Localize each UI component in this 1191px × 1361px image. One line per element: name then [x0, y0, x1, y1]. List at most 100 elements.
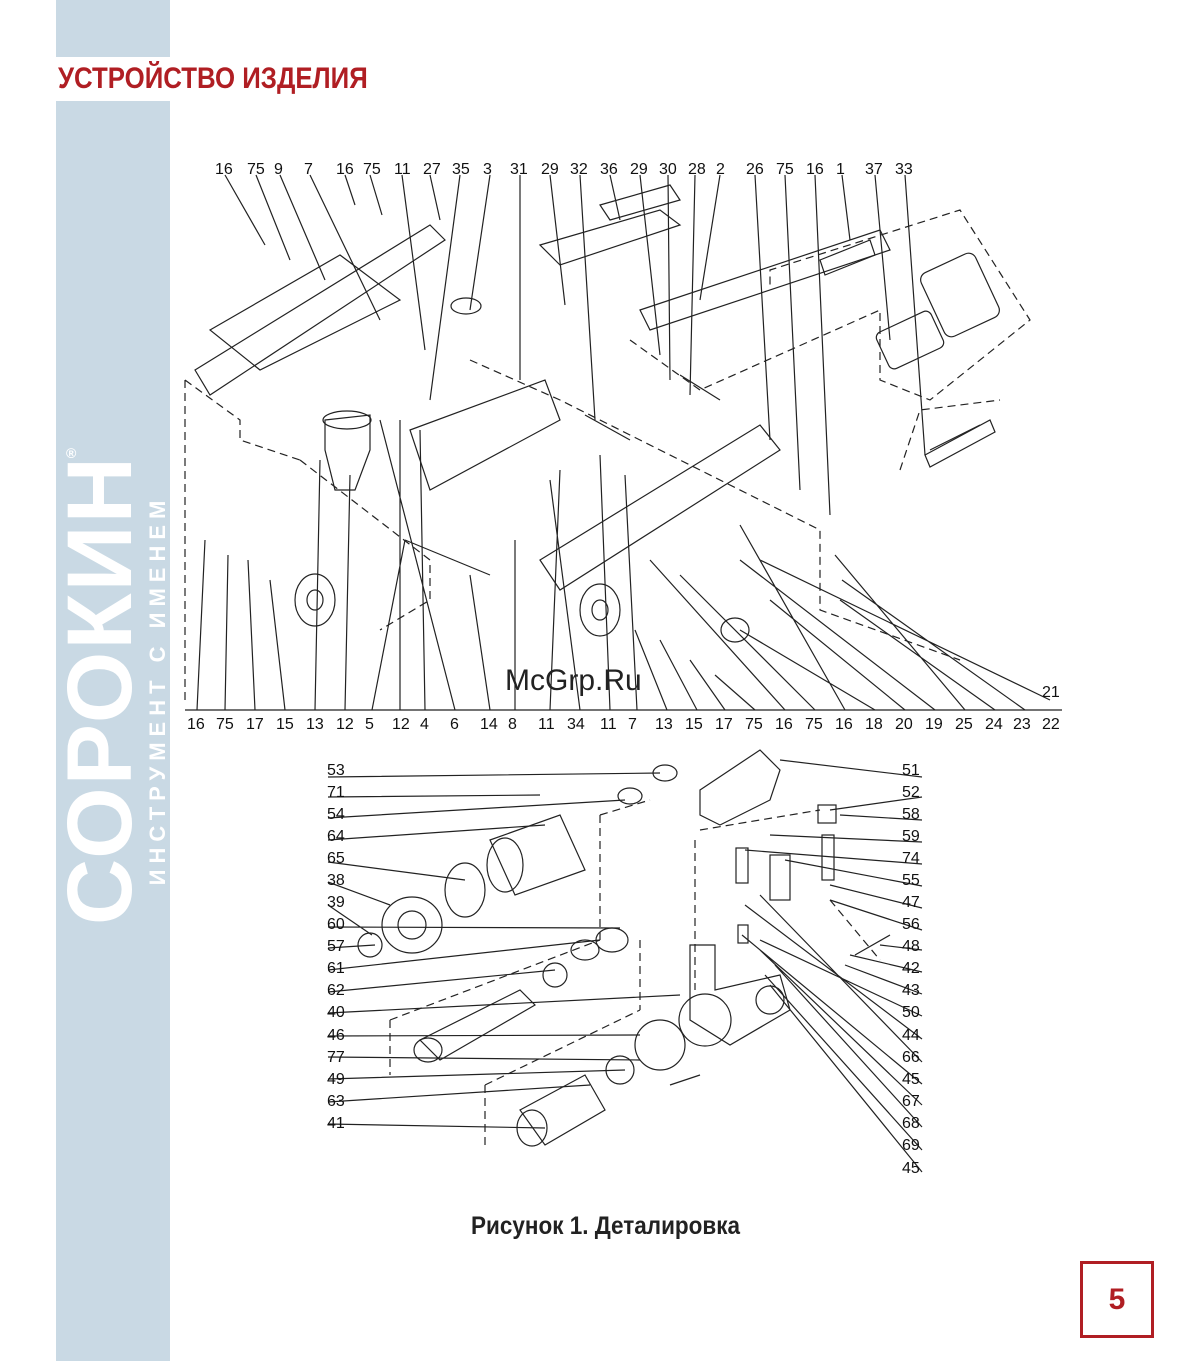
- part-label: 35: [452, 161, 470, 178]
- part-label: 29: [630, 161, 648, 178]
- part-label: 68: [902, 1115, 920, 1132]
- part-label: 67: [902, 1093, 920, 1110]
- part-label: 23: [1013, 716, 1031, 733]
- side-band-gap: [56, 57, 170, 101]
- part-label: 38: [327, 872, 345, 889]
- part-label: 2: [716, 161, 725, 178]
- part-label: 60: [327, 916, 345, 933]
- part-label: 75: [247, 161, 265, 178]
- part-label: 15: [685, 716, 703, 733]
- part-label: 75: [805, 716, 823, 733]
- part-label: 11: [394, 161, 411, 178]
- watermark: McGrp.Ru: [505, 664, 642, 697]
- part-label: 16: [336, 161, 354, 178]
- part-label: 46: [327, 1027, 345, 1044]
- side-brand-band: [56, 0, 170, 1361]
- part-label: 21: [1042, 684, 1060, 701]
- part-label: 51: [902, 762, 920, 779]
- part-label: 29: [541, 161, 559, 178]
- part-label: 12: [392, 716, 410, 733]
- part-label: 19: [925, 716, 943, 733]
- part-label: 55: [902, 872, 920, 889]
- part-label: 49: [327, 1071, 345, 1088]
- part-label: 66: [902, 1049, 920, 1066]
- part-label: 11: [600, 716, 617, 733]
- part-label: 69: [902, 1137, 920, 1154]
- part-label: 16: [806, 161, 824, 178]
- part-label: 59: [902, 828, 920, 845]
- section-title: УСТРОЙСТВО ИЗДЕЛИЯ: [58, 62, 368, 95]
- part-label: 4: [420, 716, 429, 733]
- part-label: 75: [745, 716, 763, 733]
- part-label: 33: [895, 161, 913, 178]
- part-label: 32: [570, 161, 588, 178]
- part-label: 36: [600, 161, 618, 178]
- part-label: 42: [902, 960, 920, 977]
- part-label: 7: [628, 716, 637, 733]
- part-label: 75: [363, 161, 381, 178]
- part-label: 47: [902, 894, 920, 911]
- part-label: 37: [865, 161, 883, 178]
- part-label: 17: [715, 716, 733, 733]
- part-label: 62: [327, 982, 345, 999]
- part-label: 48: [902, 938, 920, 955]
- part-label: 75: [776, 161, 794, 178]
- figure-caption: Рисунок 1. Деталировка: [471, 1212, 741, 1240]
- part-label: 3: [483, 161, 492, 178]
- part-label: 8: [508, 716, 517, 733]
- part-label: 15: [276, 716, 294, 733]
- part-label: 27: [423, 161, 441, 178]
- bottom-part-labels: 16 75 17 15 13 12 5 12 4 6 14 8 11 34 11…: [187, 684, 1060, 733]
- part-label: 45: [902, 1160, 920, 1177]
- part-label: 18: [865, 716, 883, 733]
- part-label: 22: [1042, 716, 1060, 733]
- part-label: 34: [567, 716, 585, 733]
- part-label: 9: [274, 161, 283, 178]
- top-part-labels: 16 75 9 7 16 75 11 27 35 3 31 29 32 36 2…: [215, 161, 913, 178]
- part-label: 64: [327, 828, 345, 845]
- part-label: 63: [327, 1093, 345, 1110]
- part-label: 39: [327, 894, 345, 911]
- part-label: 43: [902, 982, 920, 999]
- part-label: 40: [327, 1004, 345, 1021]
- part-label: 11: [538, 716, 555, 733]
- part-label: 77: [327, 1049, 345, 1066]
- part-label: 58: [902, 806, 920, 823]
- part-label: 6: [450, 716, 459, 733]
- part-label: 24: [985, 716, 1003, 733]
- part-label: 12: [336, 716, 354, 733]
- part-label: 25: [955, 716, 973, 733]
- part-label: 13: [655, 716, 673, 733]
- part-label: 5: [365, 716, 374, 733]
- part-label: 17: [246, 716, 264, 733]
- part-label: 7: [304, 161, 313, 178]
- part-label: 75: [216, 716, 234, 733]
- page-number: 5: [1080, 1261, 1154, 1338]
- lower-right-part-labels: 51 52 58 59 74 55 47 56 48 42 43 50 44 6…: [902, 762, 920, 1177]
- part-label: 74: [902, 850, 920, 867]
- part-label: 54: [327, 806, 345, 823]
- part-label: 52: [902, 784, 920, 801]
- part-label: 14: [480, 716, 498, 733]
- registered-mark: ®: [66, 445, 77, 461]
- lower-left-part-labels: 53 71 54 64 65 38 39 60 57 61 62 40 46 7…: [327, 762, 345, 1132]
- part-label: 71: [327, 784, 345, 801]
- part-label: 16: [835, 716, 853, 733]
- part-label: 28: [688, 161, 706, 178]
- part-label: 57: [327, 938, 345, 955]
- part-label: 31: [510, 161, 528, 178]
- part-label: 45: [902, 1071, 920, 1088]
- part-label: 61: [327, 960, 345, 977]
- part-label: 20: [895, 716, 913, 733]
- part-label: 53: [327, 762, 345, 779]
- part-label: 44: [902, 1027, 920, 1044]
- part-label: 13: [306, 716, 324, 733]
- part-label: 50: [902, 1004, 920, 1021]
- part-label: 30: [659, 161, 677, 178]
- part-label: 65: [327, 850, 345, 867]
- part-label: 26: [746, 161, 764, 178]
- part-label: 56: [902, 916, 920, 933]
- part-label: 16: [187, 716, 205, 733]
- part-label: 16: [215, 161, 233, 178]
